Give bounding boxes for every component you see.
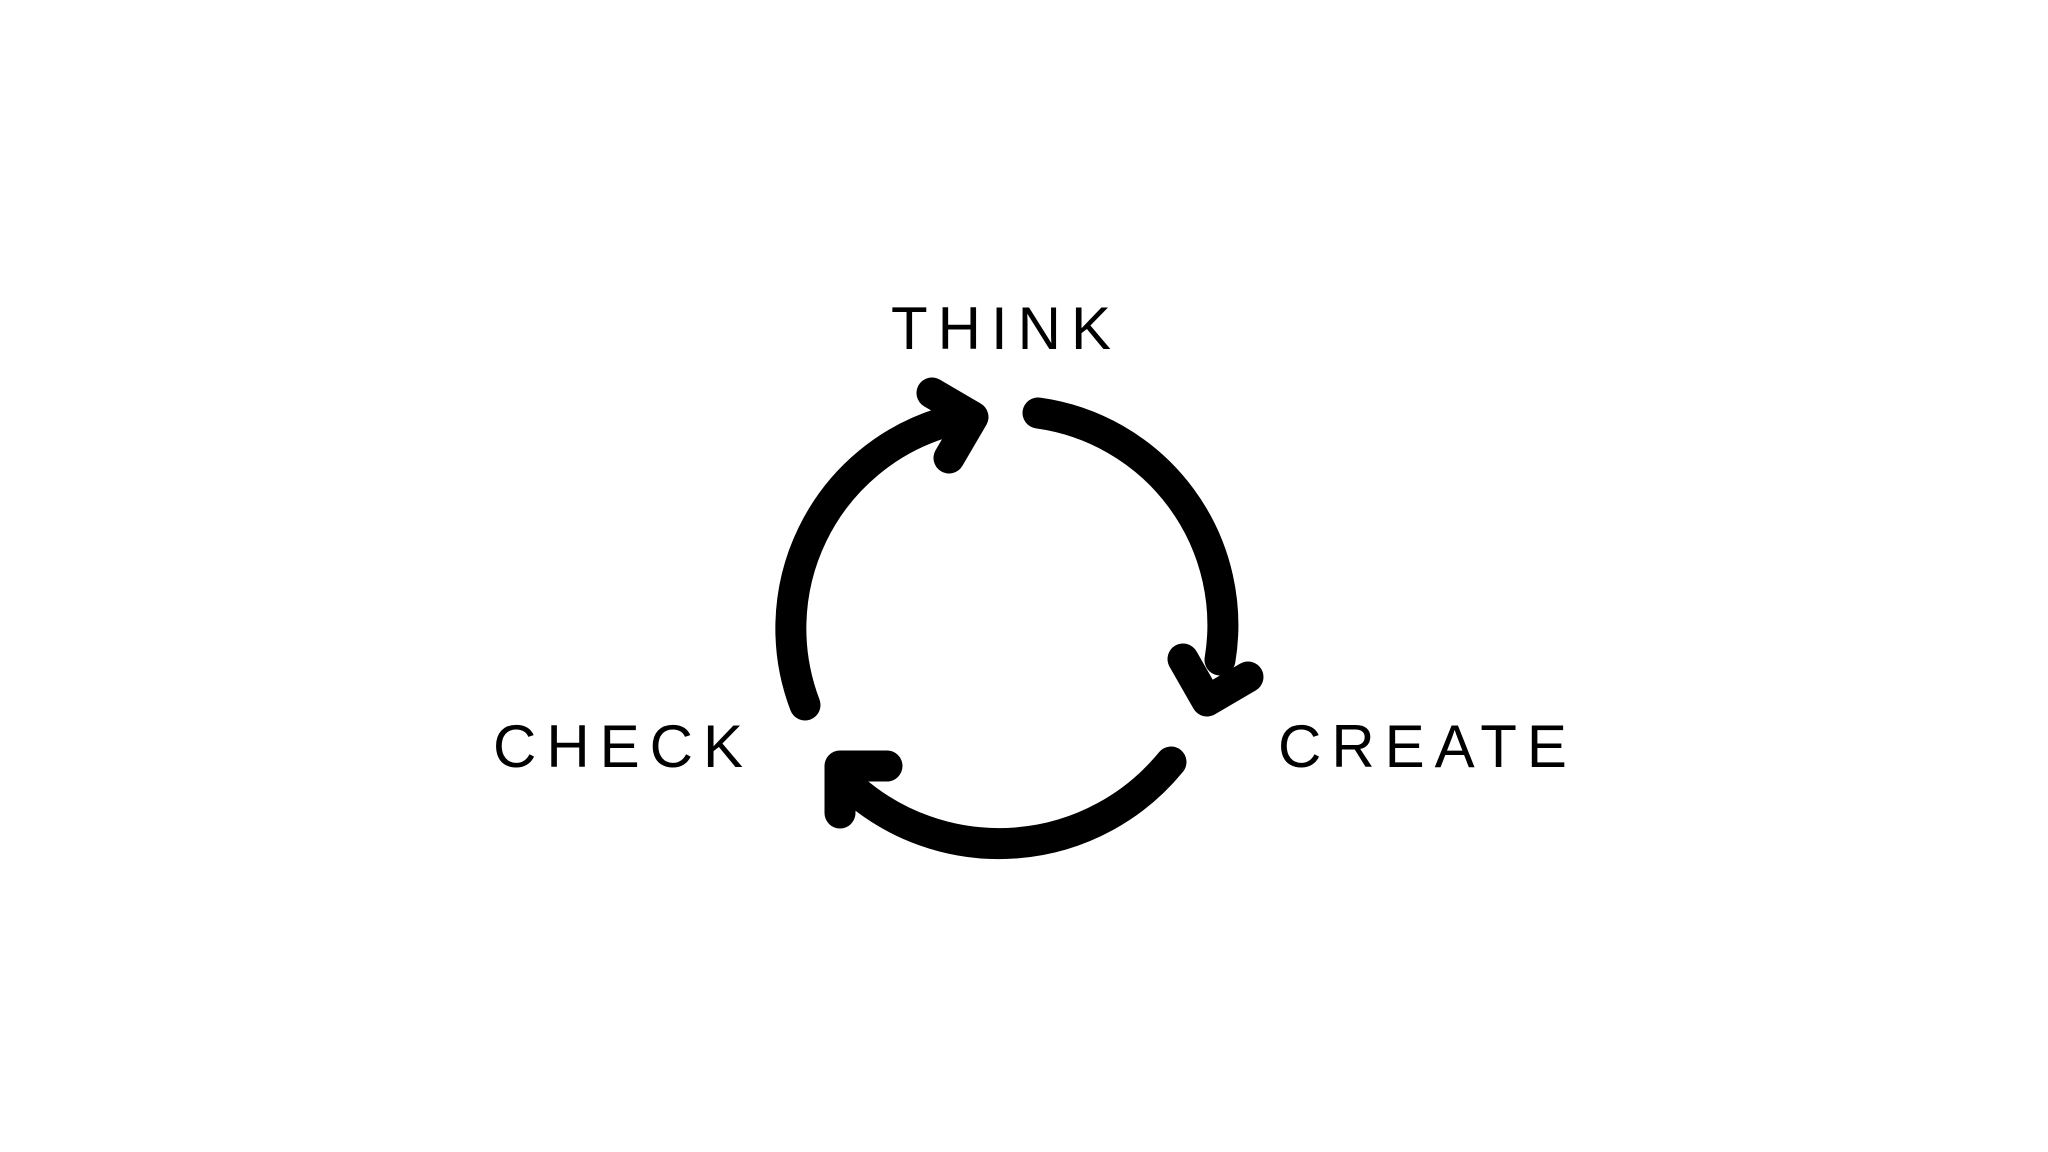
arrow-create-to-check-head — [824, 750, 903, 829]
arrow-create-to-check-shaft — [835, 746, 1187, 860]
arrow-check-to-think-head — [916, 377, 989, 474]
arrow-think-to-create-shaft — [1022, 397, 1239, 676]
stage-label-create: CREATE — [1278, 713, 1577, 780]
stage-label-check: CHECK — [493, 713, 754, 780]
arrow-create-to-check — [824, 746, 1187, 860]
stage-label-think: THINK — [891, 295, 1121, 362]
arrow-check-to-think-shaft — [775, 407, 958, 721]
arrow-check-to-think — [775, 377, 989, 721]
arrow-think-to-create — [1022, 397, 1264, 717]
arrow-think-to-create-head — [1167, 643, 1264, 717]
